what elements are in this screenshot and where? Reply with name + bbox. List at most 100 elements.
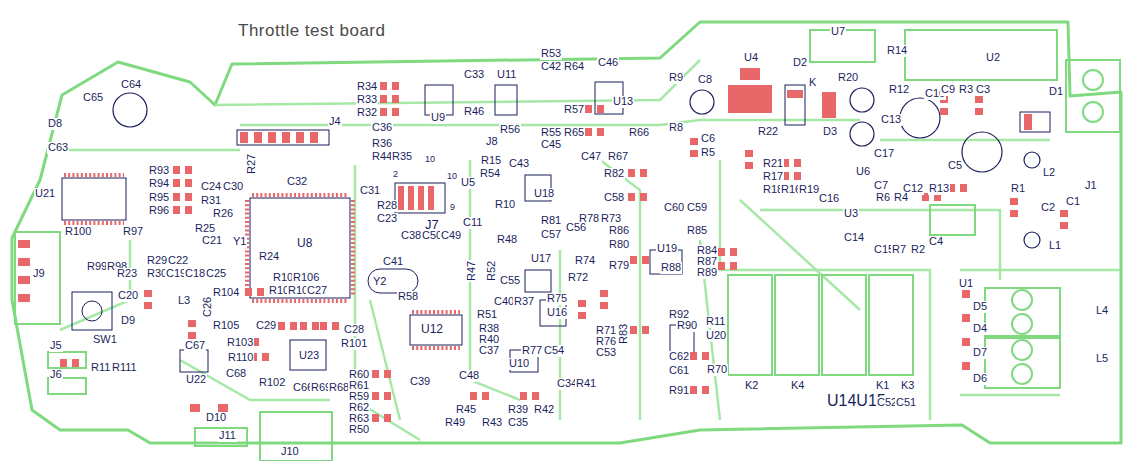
part-label: 10 [424,155,436,164]
part-label: C5 [947,160,963,172]
part-label: R2 [910,244,926,256]
part-label: D8 [47,118,63,130]
part-label: R95 [148,192,170,204]
part-label: C51 [895,397,917,409]
part-label: L5 [1095,353,1109,365]
board-title: Throttle test board [238,22,385,41]
part-label: C23 [376,213,398,225]
part-label: C36 [371,122,393,134]
part-label: L2 [1042,167,1056,179]
part-label: R7 [891,244,907,256]
part-label: U11 [496,69,517,81]
part-label: C41 [382,256,404,268]
part-label: C32 [286,176,308,188]
part-label: R94 [148,178,170,190]
part-label: R50 [348,424,370,436]
part-label: C21 [201,235,223,247]
part-label: R101 [340,338,368,350]
part-label: R64 [563,61,585,73]
part-label: C8 [697,74,713,86]
part-label: R37 [513,296,535,308]
part-label: C22 [167,255,189,267]
part-label: R80 [608,239,630,251]
part-label: R82 [603,168,625,180]
part-label: R81 [540,215,562,227]
part-label: C37 [478,345,500,357]
part-label: R99 [86,261,108,273]
part-label: 9 [449,203,456,212]
part-label: U1 [958,278,974,290]
part-label: R24 [258,251,280,263]
part-label: C33 [463,69,485,81]
part-label: R110 [227,352,254,364]
part-label: L4 [1095,305,1109,317]
part-label: K3 [900,380,915,392]
part-label: R91 [668,385,690,397]
part-label: U10 [508,358,530,370]
part-label: R31 [200,195,222,207]
part-label: U5 [460,177,476,189]
part-label: U6 [855,166,871,178]
part-label: R4 [893,192,909,204]
part-label: R45 [455,404,477,416]
part-label: R74 [574,255,596,267]
part-label: R103 [226,337,254,349]
part-label: C3 [975,84,991,96]
part-label: D6 [972,373,988,385]
part-label: D7 [972,347,988,359]
part-label: K4 [790,380,805,392]
part-label: U21 [34,188,56,200]
part-label: R97 [122,226,144,238]
part-label: R86 [608,225,630,237]
part-label: R84 [696,245,718,257]
part-label: J10 [280,446,300,458]
part-label: U9 [430,112,446,124]
part-label: R33 [356,94,378,106]
part-label: R66 [628,127,650,139]
part-label: C16 [818,193,840,205]
part-label: C47 [580,151,602,163]
part-label: R106 [292,272,320,284]
part-label: R77 [521,345,543,357]
part-label: R42 [533,404,555,416]
part-label: C6 [700,133,716,145]
part-label: C13 [880,114,902,126]
part-label: R3 [958,84,974,96]
part-label: R27 [246,153,258,175]
part-label: D10 [205,412,227,424]
part-label: R44 [371,151,393,163]
part-label: R90 [676,320,698,332]
part-label: Y2 [372,276,387,288]
part-label: R49 [444,417,466,429]
part-label: R88 [660,262,682,274]
part-label: R96 [148,205,170,217]
part-label: C38 [400,230,422,242]
part-label: U8 [296,237,313,250]
part-label: C56 [565,222,587,234]
part-label: R40 [478,334,500,346]
part-label: R76 [595,336,617,348]
part-label: R34 [356,81,378,93]
part-label: C65 [82,92,104,104]
part-label: R104 [212,287,240,299]
part-label: R56 [499,124,521,136]
part-label: R61 [348,380,370,392]
part-label: R54 [479,168,501,180]
part-label: R9 [668,72,684,84]
part-label: U3 [843,208,859,220]
part-label: C67 [184,340,206,352]
part-label: R11 [705,316,726,328]
part-label: C20 [117,290,139,302]
part-label: R89 [696,267,718,279]
part-label: R38 [478,323,500,335]
part-label: U4 [743,52,759,64]
part-label: C58 [603,192,625,204]
part-label: U23 [298,350,320,362]
part-label: D9 [120,315,136,327]
part-label: R6 [875,192,891,204]
part-label: C1 [1065,196,1081,208]
part-label: U17 [530,253,552,265]
part-label: R51 [476,309,498,321]
part-label: C42 [540,61,562,73]
part-label: R5 [700,147,716,159]
